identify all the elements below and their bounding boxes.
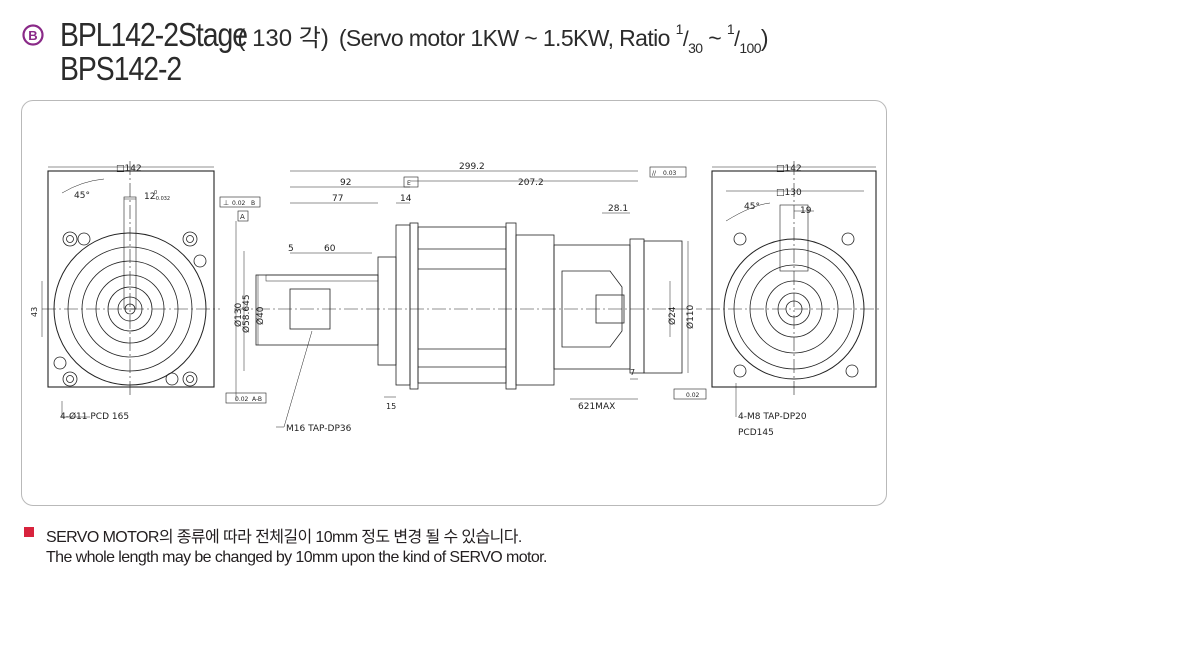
spec-prefix: (Servo motor 1KW ~ 1.5KW, Ratio <box>338 25 671 51</box>
gdt-ref-a: A <box>240 213 245 221</box>
gdt-runout-ref: A-B <box>252 396 262 403</box>
dia-24: Ø24 <box>667 306 678 325</box>
note-korean: SERVO MOTOR의 종류에 따라 전체길이 10mm 정도 변경 될 수 … <box>46 529 522 546</box>
len-7: 7 <box>630 368 635 377</box>
model-name-2: BPS142-2 <box>60 50 182 87</box>
front-holes-note: 4-Ø11 PCD 165 <box>60 411 129 422</box>
len-77: 77 <box>332 194 343 204</box>
len-28: 28.1 <box>608 204 628 214</box>
len-62max: 621MAX <box>578 402 615 412</box>
front-square-label: □142 <box>116 164 142 174</box>
len-60: 60 <box>324 244 336 254</box>
spec-text: (Servo motor 1KW ~ 1.5KW, Ratio 1/30 ~ 1… <box>338 21 769 57</box>
note-row: SERVO MOTOR의 종류에 따라 전체길이 10mm 정도 변경 될 수 … <box>24 521 824 566</box>
dia-58: Ø58.645 <box>241 294 252 333</box>
section-badge-icon: B <box>22 24 44 46</box>
front-view <box>41 161 220 418</box>
model-name: BPL142-2Stage <box>60 16 248 53</box>
front-key-tol-bot: -0.032 <box>154 196 170 202</box>
note-bullet-icon <box>24 527 34 537</box>
ratio-sep: ~ <box>708 25 722 51</box>
size-note: ( 130 각) <box>237 25 329 52</box>
technical-drawing: □142 45° 12 0 -0.032 43 4-Ø11 PCD 165 <box>30 161 882 438</box>
front-key-tol-top: 0 <box>154 190 157 196</box>
title-block: B BPL142-2Stage( 130 각) (Servo motor 1KW … <box>20 14 920 87</box>
len-15: 15 <box>386 402 396 411</box>
gdt-par-symbol: // <box>652 170 657 177</box>
notes: SERVO MOTOR의 종류에 따라 전체길이 10mm 정도 변경 될 수 … <box>24 521 824 566</box>
gdt-par-value: 0.03 <box>663 170 677 177</box>
tap-note: M16 TAP-DP36 <box>286 424 352 434</box>
front-key-height: 43 <box>30 307 39 317</box>
gdt-ref-b: B <box>251 200 255 207</box>
spec-suffix: ) <box>760 25 769 51</box>
rear-holes-note-1: 4-M8 TAP-DP20 <box>738 412 807 422</box>
len-5: 5 <box>288 244 294 254</box>
badge-letter: B <box>28 28 37 43</box>
ratio-high: 1/100 <box>726 21 762 57</box>
total-length: 299.2 <box>459 162 485 172</box>
front-key-width: 12 <box>144 192 155 202</box>
len-207: 207.2 <box>518 178 544 188</box>
gdt-runout-value: 0.02 <box>235 396 249 403</box>
ratio-low: 1/30 <box>675 21 703 57</box>
len-14: 14 <box>400 194 412 204</box>
rear-square-inner-label: □130 <box>776 188 802 198</box>
gdt-ref-e: E <box>407 180 411 187</box>
rear-width-19: 19 <box>800 206 812 216</box>
gdt-perp-symbol: ⊥ <box>223 199 229 207</box>
title-line-1: BPL142-2Stage( 130 각) (Servo motor 1KW ~ … <box>60 16 769 57</box>
dia-130: Ø130 <box>233 302 244 327</box>
front-angle-label: 45° <box>74 191 90 201</box>
rear-square-label: □142 <box>776 164 802 174</box>
drawing-frame: □142 45° 12 0 -0.032 43 4-Ø11 PCD 165 <box>21 100 887 506</box>
dia-40: Ø40 <box>255 306 266 325</box>
rear-view <box>706 161 882 417</box>
dia-110: Ø110 <box>685 304 696 329</box>
gdt-perp2-value: 0.02 <box>686 392 700 399</box>
note-english: The whole length may be changed by 10mm … <box>46 549 547 566</box>
rear-angle-label: 45° <box>744 202 760 212</box>
rear-holes-note-2: PCD145 <box>738 428 774 438</box>
len-92: 92 <box>340 178 351 188</box>
gdt-perp-value: 0.02 <box>232 200 246 207</box>
side-view <box>219 166 707 428</box>
